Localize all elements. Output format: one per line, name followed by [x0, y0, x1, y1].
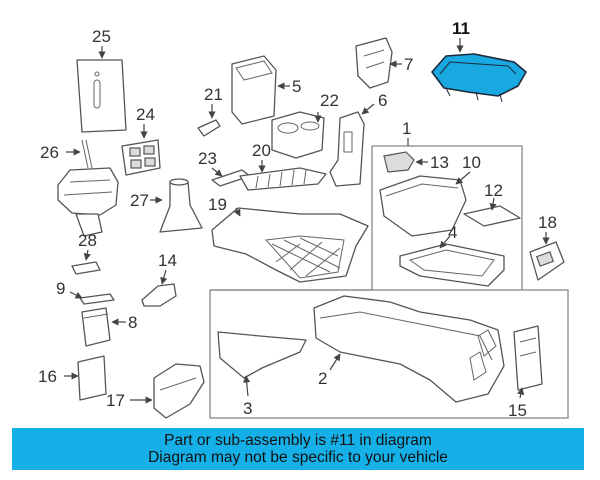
part-25-bezel[interactable]: [76, 59, 127, 133]
leader-15: [517, 387, 525, 399]
leader-28: [83, 249, 91, 261]
callout-7: 7: [404, 55, 413, 74]
part-19-console-top[interactable]: [211, 207, 369, 283]
part-20-ribbed-trim[interactable]: [239, 167, 327, 191]
callout-8: 8: [128, 313, 137, 332]
callout-25: 25: [92, 27, 111, 46]
callout-3: 3: [243, 399, 252, 418]
leader-4: [439, 235, 451, 249]
part-8-pocket[interactable]: [81, 307, 111, 347]
callout-28: 28: [78, 231, 97, 250]
part-26-shifter[interactable]: [57, 139, 119, 237]
leader-6: [361, 103, 375, 115]
leader-2: [329, 353, 341, 371]
leader-12: [489, 197, 497, 211]
leader-3: [243, 375, 251, 397]
part-11-body: [431, 53, 527, 97]
callout-12: 12: [484, 181, 503, 200]
callout-18: 18: [538, 213, 557, 232]
part-15-rear-trim[interactable]: [513, 325, 543, 391]
callout-6: 6: [378, 91, 387, 110]
leader-10: [455, 171, 471, 185]
leader-23: [211, 167, 223, 177]
part-17-side-panel[interactable]: [153, 363, 205, 419]
callout-5: 5: [292, 77, 301, 96]
callout-20: 20: [252, 141, 271, 160]
leader-19: [233, 207, 241, 217]
part-4-tray[interactable]: [399, 243, 505, 287]
callout-13: 13: [430, 153, 449, 172]
part-2-console-body[interactable]: [313, 295, 505, 403]
part-11-highlighted[interactable]: [431, 53, 527, 103]
callout-14: 14: [158, 251, 177, 270]
part-5-storage-bin[interactable]: [231, 55, 277, 125]
part-28-clip[interactable]: [71, 261, 101, 275]
callout-16: 16: [38, 367, 57, 386]
callout-4: 4: [448, 223, 457, 242]
banner-line-part-number: Part or sub-assembly is #11 in diagram: [164, 432, 432, 449]
callout-21: 21: [204, 85, 223, 104]
part-6-bracket[interactable]: [329, 111, 365, 187]
banner-line-disclaimer: Diagram may not be specific to your vehi…: [148, 449, 448, 466]
parts-diagram: 1 2 3 4 5 6 7 8 9 10 11 12 13 14 15 16 1…: [38, 19, 569, 420]
part-7-duct[interactable]: [355, 37, 393, 89]
callout-9: 9: [56, 279, 65, 298]
callout-11: 11: [452, 19, 470, 38]
part-21-clip[interactable]: [197, 119, 221, 137]
part-22-cup-holder[interactable]: [271, 111, 325, 159]
part-24-switch-panel[interactable]: [121, 139, 161, 176]
assembly-box-lower: [209, 289, 569, 419]
part-3-side-trim[interactable]: [217, 331, 307, 379]
part-13-latch[interactable]: [383, 151, 415, 173]
leader-14: [160, 269, 168, 285]
callout-22: 22: [320, 91, 339, 110]
leader-9: [69, 291, 83, 299]
part-10-armrest-lid[interactable]: [379, 175, 467, 237]
callout-10: 10: [462, 153, 481, 172]
callout-2: 2: [318, 369, 327, 388]
callout-26: 26: [40, 143, 59, 162]
callout-23: 23: [198, 149, 217, 168]
part-9-pad[interactable]: [79, 293, 115, 305]
callout-17: 17: [106, 391, 125, 410]
part-12-pad[interactable]: [463, 205, 521, 227]
part-info-banner: Part or sub-assembly is #11 in diagram D…: [12, 428, 584, 470]
part-27-shift-boot[interactable]: [159, 178, 203, 233]
callout-24: 24: [136, 105, 155, 124]
callout-1: 1: [402, 119, 411, 138]
part-18-module[interactable]: [529, 241, 565, 281]
callout-19: 19: [208, 195, 227, 214]
part-16-end-cap[interactable]: [77, 355, 107, 401]
part-14-cap[interactable]: [141, 283, 177, 307]
callout-27: 27: [130, 191, 149, 210]
callout-15: 15: [508, 401, 527, 420]
